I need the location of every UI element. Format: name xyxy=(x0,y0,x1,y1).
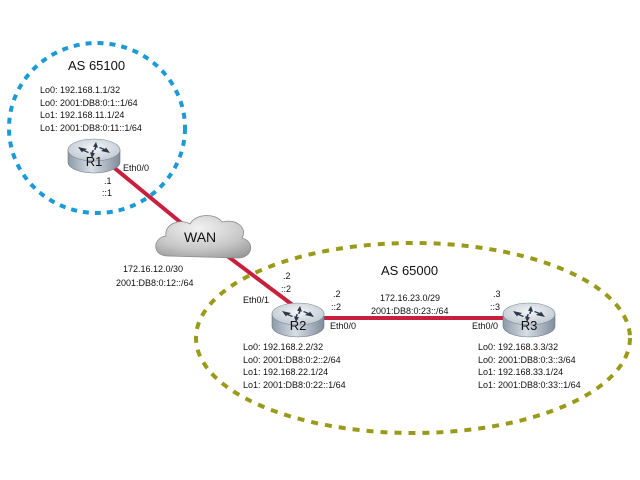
r2-r3-ipv6-network: 2001:DB8:0:23::/64 xyxy=(371,306,449,316)
r2-loopback-list: Lo0: 192.168.2.2/32 Lo0: 2001:DB8:0:2::2… xyxy=(243,341,346,391)
as65000-label: AS 65000 xyxy=(381,263,439,278)
r2-wan-ipv6-host: ::2 xyxy=(281,284,292,294)
as65100-boundary xyxy=(7,41,187,215)
r2-r3-ipv4-network: 172.16.23.0/29 xyxy=(380,293,441,303)
r1-ipv4-host: .1 xyxy=(104,176,112,186)
as65100-label: AS 65100 xyxy=(68,58,126,73)
router-r1-name: R1 xyxy=(85,154,103,169)
link-wan-r2 xyxy=(220,250,300,311)
r1-interface-label: Eth0/0 xyxy=(123,163,150,173)
r3-ipv4-host: .3 xyxy=(493,289,501,299)
r2-loopback-entry: Lo1: 2001:DB8:0:22::1/64 xyxy=(243,379,346,390)
wan-link-ipv6-network: 2001:DB8:0:12::/64 xyxy=(116,278,194,288)
router-r3-name: R3 xyxy=(520,318,538,333)
router-r2-name: R2 xyxy=(289,318,307,333)
wan-link-ipv4-network: 172.16.12.0/30 xyxy=(123,264,184,274)
r2-wan-ipv4-host: .2 xyxy=(283,271,291,281)
r1-loopback-entry: Lo0: 192.168.1.1/32 xyxy=(40,85,121,95)
r1-loopback-list: Lo0: 192.168.1.1/32 Lo0: 2001:DB8:0:1::1… xyxy=(40,84,142,134)
r2-loopback-entry: Lo0: 2001:DB8:0:2::2/64 xyxy=(243,354,341,365)
r3-loopback-entry: Lo1: 192.168.33.1/24 xyxy=(478,367,564,377)
r2-loopback-entry: Lo0: 192.168.2.2/32 xyxy=(243,342,324,352)
r2-lan-ipv6-host: ::2 xyxy=(331,302,342,312)
as65000-boundary xyxy=(194,241,632,435)
r2-loopback-entry: Lo1: 192.168.22.1/24 xyxy=(243,367,329,377)
r3-loopback-entry: Lo0: 2001:DB8:0:3::3/64 xyxy=(478,354,576,365)
wan-cloud-icon xyxy=(155,215,251,259)
r2-wan-interface-label: Eth0/1 xyxy=(243,295,270,305)
r3-ipv6-host: ::3 xyxy=(490,302,501,312)
wan-label: WAN xyxy=(184,229,217,245)
r1-loopback-entry: Lo1: 192.168.11.1/24 xyxy=(40,110,125,120)
r1-loopback-entry: Lo1: 2001:DB8:0:11::1/64 xyxy=(40,122,142,133)
r1-ipv6-host: ::1 xyxy=(102,188,113,198)
r1-loopback-entry: Lo0: 2001:DB8:0:1::1/64 xyxy=(40,97,138,108)
r3-loopback-list: Lo0: 192.168.3.3/32 Lo0: 2001:DB8:0:3::3… xyxy=(478,341,581,391)
r2-lan-ipv4-host: .2 xyxy=(333,289,341,299)
link-r1-wan xyxy=(110,164,187,228)
r2-lan-interface-label: Eth0/0 xyxy=(330,321,357,331)
r3-interface-label: Eth0/0 xyxy=(472,321,499,331)
r3-loopback-entry: Lo1: 2001:DB8:0:33::1/64 xyxy=(478,379,581,390)
r3-loopback-entry: Lo0: 192.168.3.3/32 xyxy=(478,342,559,352)
